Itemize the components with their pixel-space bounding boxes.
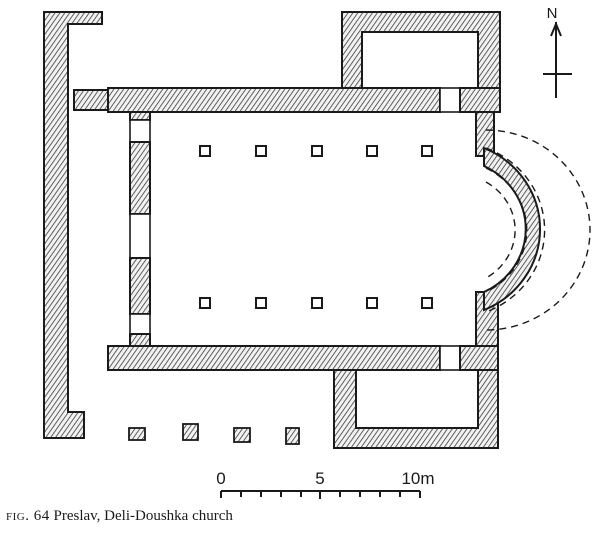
- footing: [285, 427, 300, 445]
- pier: [311, 145, 323, 157]
- pier-row-north: [199, 145, 433, 157]
- pier: [255, 297, 267, 309]
- figure-title: Preslav, Deli-Doushka church: [53, 508, 233, 524]
- scale-bar: 0 5 10m: [216, 469, 435, 499]
- apse-dashed-outline: [485, 129, 591, 331]
- south-annex: [333, 363, 499, 449]
- north-annex: [341, 11, 501, 101]
- pier-row-south: [199, 297, 433, 309]
- footing: [182, 423, 199, 441]
- pier: [311, 297, 323, 309]
- west-wall-door: [129, 213, 151, 259]
- figure-caption: fig. 64 Preslav, Deli-Doushka church: [6, 508, 233, 525]
- north-arrow: N: [543, 5, 572, 98]
- west-outer-wall: [43, 11, 103, 439]
- pier: [421, 145, 433, 157]
- footing: [233, 427, 251, 443]
- south-wall-door: [439, 345, 461, 371]
- apse: [483, 146, 541, 312]
- west-wall-opening: [129, 119, 151, 143]
- west-wall: [129, 111, 151, 347]
- scale-label-0: 0: [216, 469, 225, 488]
- east-wall: [475, 111, 499, 347]
- north-wall: [73, 87, 501, 113]
- pier: [421, 297, 433, 309]
- figure-number: fig. 64: [6, 508, 50, 524]
- scale-label-5: 5: [315, 469, 324, 488]
- narthex-footings: [128, 423, 300, 445]
- south-wall: [107, 345, 499, 371]
- pier: [199, 145, 211, 157]
- pier: [199, 297, 211, 309]
- footing: [128, 427, 146, 441]
- pier: [366, 145, 378, 157]
- pier: [366, 297, 378, 309]
- scale-label-10: 10m: [401, 469, 434, 488]
- north-wall-door: [439, 87, 461, 113]
- west-wall-opening: [129, 313, 151, 335]
- pier: [255, 145, 267, 157]
- north-label: N: [547, 5, 558, 22]
